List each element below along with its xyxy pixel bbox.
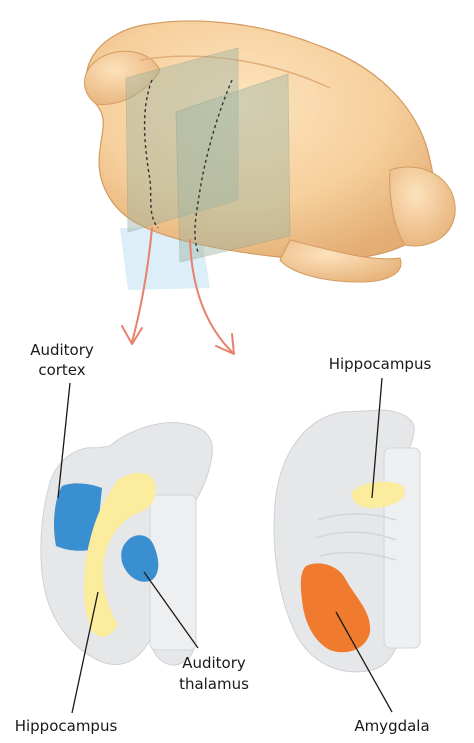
label-amygdala: Amygdala [354,717,429,735]
cerebellum [390,167,456,246]
right-section-midline-block [384,448,420,648]
label-auditory-cortex-line1: Auditory [30,341,94,359]
label-auditory-thalamus-line2: thalamus [179,675,249,693]
label-auditory-cortex-line2: cortex [38,361,85,379]
label-auditory-thalamus-line1: Auditory [182,654,246,672]
whole-brain-illustration [84,21,455,290]
label-hippocampus-bottom-left: Hippocampus [15,717,118,735]
left-coronal-section [41,423,212,665]
label-hippocampus-top-right: Hippocampus [329,355,432,373]
